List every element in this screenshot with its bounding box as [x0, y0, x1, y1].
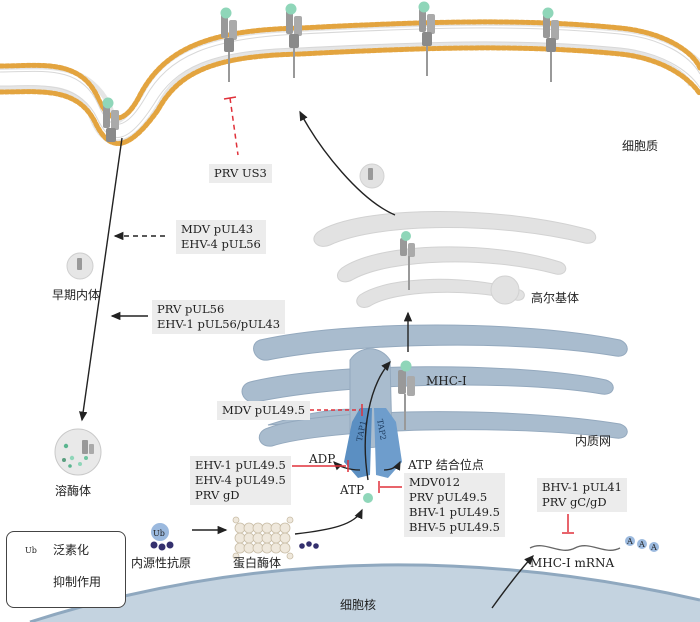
box-line: PRV gD — [195, 488, 240, 502]
box-mdv012-group: MDV012 PRV pUL49.5 BHV-1 pUL49.5 BHV-5 p… — [404, 473, 505, 537]
box-line: MDV012 — [409, 475, 461, 489]
box-prv-us3: PRV US3 — [209, 164, 272, 183]
label-mhc1: MHC-I — [426, 374, 467, 388]
lysosome-icon — [54, 428, 102, 476]
us3-inhibition-line — [223, 96, 239, 156]
svg-text:A: A — [650, 543, 657, 552]
box-mdv-pul49-5: MDV pUL49.5 — [217, 401, 311, 420]
label-early-endosome: 早期内体 — [52, 288, 101, 302]
legend-ub-symbol: Ub — [25, 546, 37, 555]
label-adp: ADP — [309, 452, 336, 466]
label-mhc-mrna: MHC-I mRNA — [530, 556, 615, 570]
box-line: BHV-5 pUL49.5 — [409, 520, 500, 534]
legend: Ub 泛素化 抑制作用 — [6, 531, 126, 608]
er-mhc-molecule — [398, 360, 415, 430]
svg-text:A: A — [626, 537, 633, 546]
box-line: EHV-1 pUL56/pUL43 — [157, 317, 281, 331]
pathway-arrows — [79, 110, 534, 609]
label-lysosome: 溶酶体 — [55, 484, 92, 498]
endogenous-antigen-icon — [150, 523, 174, 551]
plasma-membrane — [0, 19, 700, 146]
membrane-mhc-molecules — [102, 1, 559, 142]
svg-text:A: A — [638, 540, 645, 549]
proteasome-icon — [232, 516, 294, 560]
label-endogenous-antigen: 内源性抗原 — [131, 556, 192, 570]
label-atp: ATP — [340, 483, 365, 497]
tap-inhibition-lines — [292, 404, 574, 534]
box-line: MDV pUL43 — [181, 222, 254, 236]
box-line: PRV pUL56 — [157, 302, 225, 316]
label-cytoplasm: 细胞质 — [622, 139, 659, 153]
label-nucleus: 细胞核 — [340, 598, 377, 612]
box-line: PRV gC/gD — [542, 495, 607, 509]
label-atp-site: ATP 结合位点 — [408, 458, 484, 472]
label-ub-antigen: Ub — [153, 529, 165, 538]
box-line: EHV-4 pUL56 — [181, 237, 261, 251]
label-proteasome: 蛋白酶体 — [233, 556, 282, 570]
golgi-mhc — [368, 168, 415, 290]
box-line: PRV pUL49.5 — [409, 490, 488, 504]
peptide — [363, 493, 373, 503]
legend-inhibit-label: 抑制作用 — [53, 575, 102, 589]
box-line: EHV-4 pUL49.5 — [195, 473, 286, 487]
label-er: 内质网 — [575, 434, 612, 448]
box-line: BHV-1 pUL49.5 — [409, 505, 500, 519]
box-bhv-pul41: BHV-1 pUL41 PRV gC/gD — [537, 478, 627, 512]
legend-ub-label: 泛素化 — [53, 543, 90, 557]
box-mdv-pul43: MDV pUL43 EHV-4 pUL56 — [176, 220, 266, 254]
box-line: PRV US3 — [214, 166, 267, 180]
degraded-fragments — [299, 541, 319, 549]
box-prv-pul56: PRV pUL56 EHV-1 pUL56/pUL43 — [152, 300, 286, 334]
box-line: EHV-1 pUL49.5 — [195, 458, 286, 472]
golgi — [313, 163, 597, 308]
adp-atp-arrows — [333, 460, 401, 471]
tap-transporter — [344, 408, 402, 478]
box-line: MDV pUL49.5 — [222, 403, 306, 417]
early-endosome-icon — [66, 252, 94, 280]
nucleus — [29, 563, 700, 622]
box-ehv-group: EHV-1 pUL49.5 EHV-4 pUL49.5 PRV gD — [190, 456, 291, 505]
label-golgi: 高尔基体 — [531, 291, 580, 305]
box-line: BHV-1 pUL41 — [542, 480, 622, 494]
